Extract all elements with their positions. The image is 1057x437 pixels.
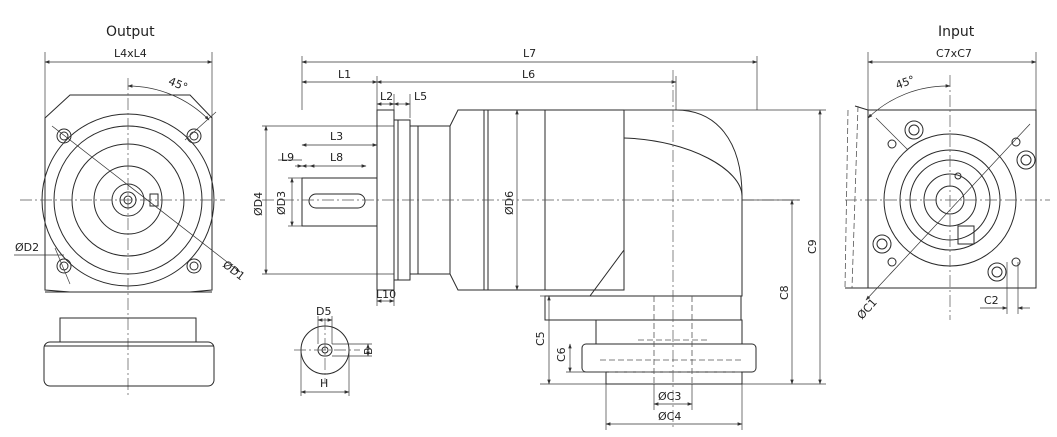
input-flange [581,343,757,373]
output-angle-label: 45° [166,75,189,94]
output-hole-label: ØD2 [15,241,39,254]
output-lower-flange [43,341,215,387]
side-C4-label: ØC4 [658,410,681,423]
input-pcd-label: ØC1 [855,296,880,322]
right-angle-elbow [589,109,743,297]
side-D6-label: ØD6 [503,191,516,215]
input-flange-square [867,109,1037,289]
side-D3-label: ØD3 [275,191,288,215]
key-D5-label: D5 [316,305,331,318]
side-L5-label: L5 [414,90,427,103]
input-angle-label: 45° [894,73,917,92]
side-L1-label: L1 [338,68,351,81]
side-L2-label: L2 [380,90,393,103]
side-L3-label: L3 [330,130,343,143]
side-L9-label: L9 [281,151,294,164]
output-square-label: L4xL4 [114,47,147,60]
side-C6-label: C6 [555,347,568,362]
key-B-label: B [362,347,375,355]
key-H-label: H [320,377,328,390]
input-bolt-holes [872,120,1036,282]
output-flange-square [44,94,213,293]
input-square-label: C7xC7 [936,47,972,60]
side-L7-label: L7 [523,47,536,60]
side-L8-label: L8 [330,151,343,164]
side-D4-label: ØD4 [252,192,265,216]
shaft-key [308,193,366,209]
key-detail-view: D5 B H [294,305,375,396]
output-view: Output L4xL4 45° ØD1 [14,24,247,395]
side-C3-label: ØC3 [658,390,681,403]
side-C9-label: C9 [806,239,819,254]
side-view: L7 L1 L6 L2 L5 L3 L9 L8 ØD3 [252,47,826,430]
output-view-title: Output [106,24,155,40]
side-C8-label: C8 [778,285,791,300]
side-C5-label: C5 [534,331,547,346]
side-L6-label: L6 [522,68,535,81]
output-pcd-label: ØD1 [220,258,247,283]
side-L10-label: L10 [376,288,396,301]
input-view-title: Input [938,24,975,40]
input-view: Input C7xC7 [844,24,1050,322]
output-bolt-holes [56,128,202,274]
output-shaft [301,177,378,227]
gearbox-body [449,109,625,291]
input-hole-label: C2 [984,294,999,307]
